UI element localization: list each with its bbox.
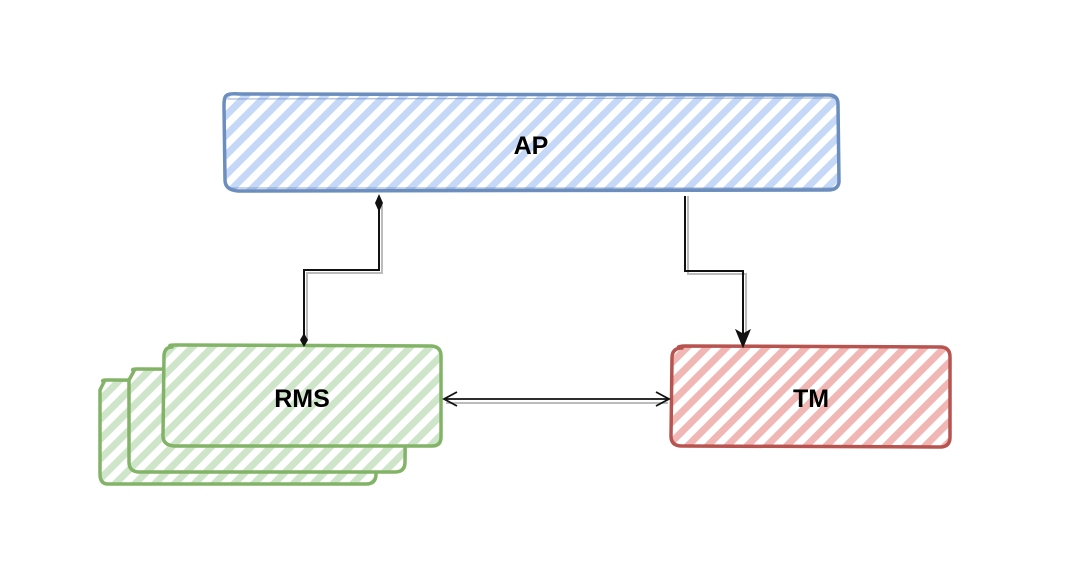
edge-ap-rms-diamond-bottom [300, 333, 308, 347]
node-ap[interactable]: AP [222, 92, 841, 193]
edge-rms-tm-arrowhead-left [442, 391, 458, 407]
edge-ap-rms-diamond-top [375, 194, 383, 212]
node-rms-label: RMS [274, 385, 330, 413]
node-rms-front [161, 343, 443, 448]
edge-rms-tm-arrowhead-right [655, 391, 671, 407]
node-rms[interactable]: RMS [98, 343, 443, 486]
edge-ap-rms[interactable] [300, 194, 383, 347]
node-ap-label: AP [514, 132, 549, 160]
edge-ap-tm[interactable] [684, 196, 752, 349]
edge-ap-tm-arrowhead [734, 328, 752, 349]
node-tm-label: TM [793, 385, 829, 413]
edge-rms-tm[interactable] [442, 391, 671, 407]
node-tm[interactable]: TM [669, 344, 952, 449]
